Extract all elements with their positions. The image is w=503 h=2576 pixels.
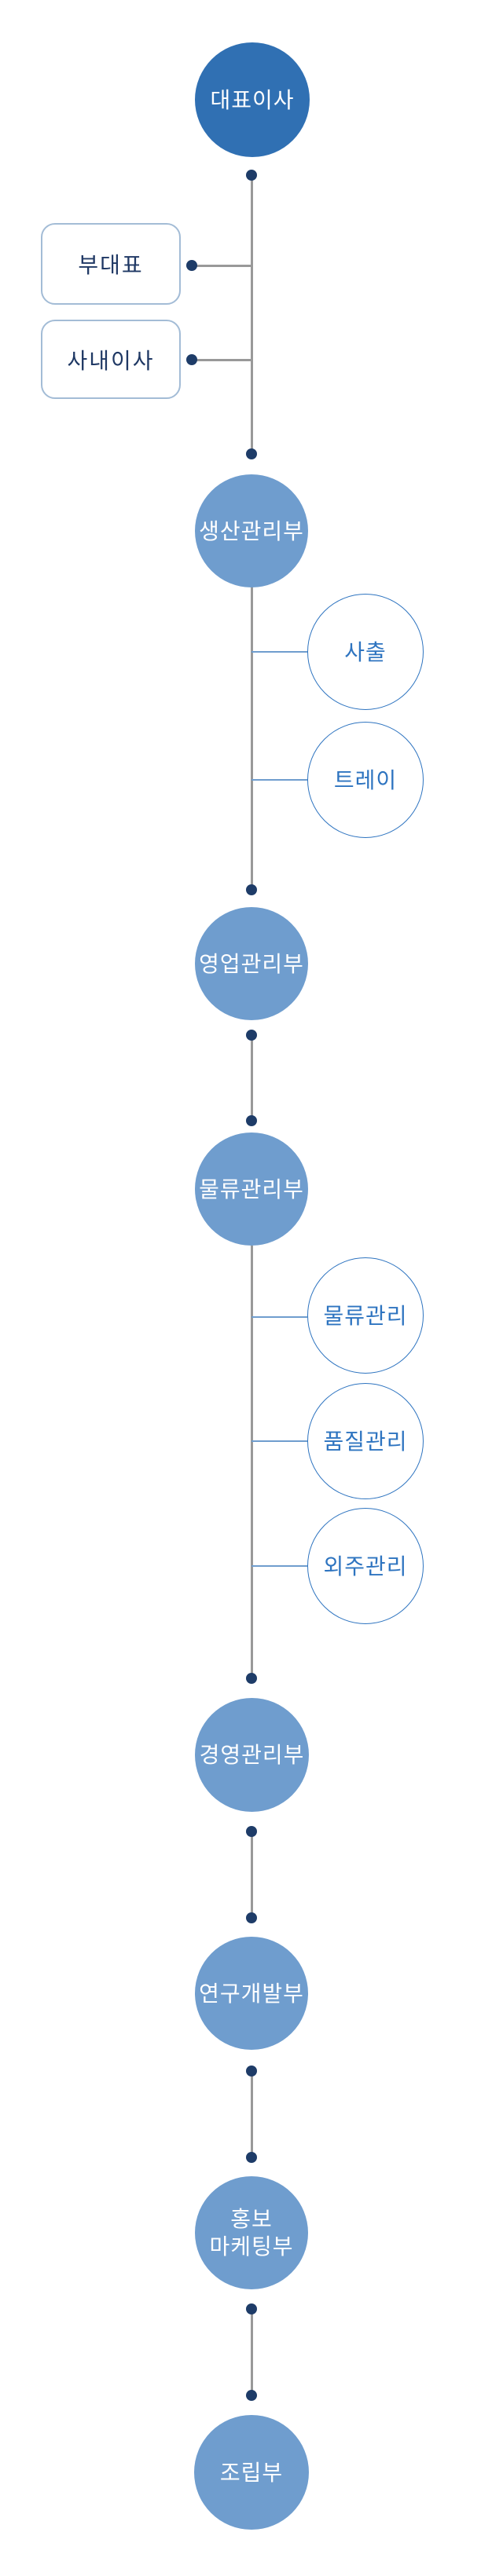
- sales-dept-node: 영업관리부: [195, 907, 308, 1020]
- rnd-dept-label: 연구개발부: [199, 1981, 304, 2006]
- ceo-node: 대표이사: [195, 42, 310, 157]
- connector-dot: [246, 2303, 257, 2314]
- logistics-dept-node: 물류관리부: [195, 1132, 308, 1246]
- rnd-dept-node: 연구개발부: [195, 1937, 308, 2050]
- assembly-dept-node: 조립부: [194, 2415, 309, 2530]
- tray-team-label: 트레이: [333, 767, 398, 792]
- connector-dot: [246, 2390, 257, 2401]
- quality-team-label: 품질관리: [323, 1429, 408, 1454]
- injection-team-node: 사출: [307, 594, 424, 710]
- connector-dot: [246, 1030, 257, 1041]
- connector-vice-president: [192, 265, 252, 267]
- connector-sales-to-logistics: [251, 1035, 253, 1121]
- pr-marketing-dept-label: 홍보 마케팅부: [209, 2207, 294, 2259]
- connector-dot: [246, 2066, 257, 2077]
- injection-team-label: 사출: [344, 639, 387, 664]
- connector-dot: [186, 260, 197, 271]
- assembly-dept-label: 조립부: [219, 2460, 284, 2485]
- logistics-dept-label: 물류관리부: [199, 1176, 304, 1202]
- connector-quality-team: [252, 1440, 307, 1442]
- connector-dot: [246, 448, 257, 459]
- vice-president-box: 부대표: [41, 223, 181, 305]
- outsourcing-team-node: 외주관리: [307, 1508, 424, 1624]
- connector-marketing-to-assembly: [251, 2309, 253, 2395]
- connector-root-to-production: [251, 175, 253, 454]
- management-dept-node: 경영관리부: [195, 1698, 309, 1812]
- quality-team-node: 품질관리: [307, 1383, 424, 1499]
- pr-marketing-dept-node: 홍보 마케팅부: [195, 2176, 308, 2289]
- ceo-label: 대표이사: [210, 87, 295, 112]
- connector-dot: [246, 170, 257, 181]
- logistics-team-label: 물류관리: [323, 1303, 408, 1328]
- sales-dept-label: 영업관리부: [199, 951, 304, 976]
- connector-rnd-to-marketing: [251, 2071, 253, 2157]
- connector-dot: [246, 1115, 257, 1126]
- connector-logistics-to-management: [251, 1246, 253, 1678]
- production-dept-label: 생산관리부: [199, 518, 304, 543]
- connector-dot: [246, 1826, 257, 1837]
- connector-dot: [246, 1673, 257, 1684]
- logistics-team-node: 물류관리: [307, 1257, 424, 1374]
- connector-logistics-team: [252, 1316, 307, 1318]
- connector-injection-team: [252, 651, 307, 653]
- tray-team-node: 트레이: [307, 722, 424, 838]
- internal-director-label: 사내이사: [67, 348, 155, 373]
- production-dept-node: 생산관리부: [195, 474, 308, 587]
- connector-management-to-rnd: [251, 1831, 253, 1918]
- connector-dot: [186, 354, 197, 365]
- vice-president-label: 부대표: [78, 253, 144, 277]
- connector-internal-director: [192, 359, 252, 361]
- connector-tray-team: [252, 779, 307, 781]
- connector-dot: [246, 884, 257, 895]
- connector-outsourcing-team: [252, 1565, 307, 1567]
- internal-director-box: 사내이사: [41, 320, 181, 399]
- connector-production-to-sales: [251, 587, 253, 890]
- connector-dot: [246, 1912, 257, 1923]
- outsourcing-team-label: 외주관리: [323, 1553, 408, 1579]
- management-dept-label: 경영관리부: [199, 1743, 305, 1767]
- connector-dot: [246, 2152, 257, 2163]
